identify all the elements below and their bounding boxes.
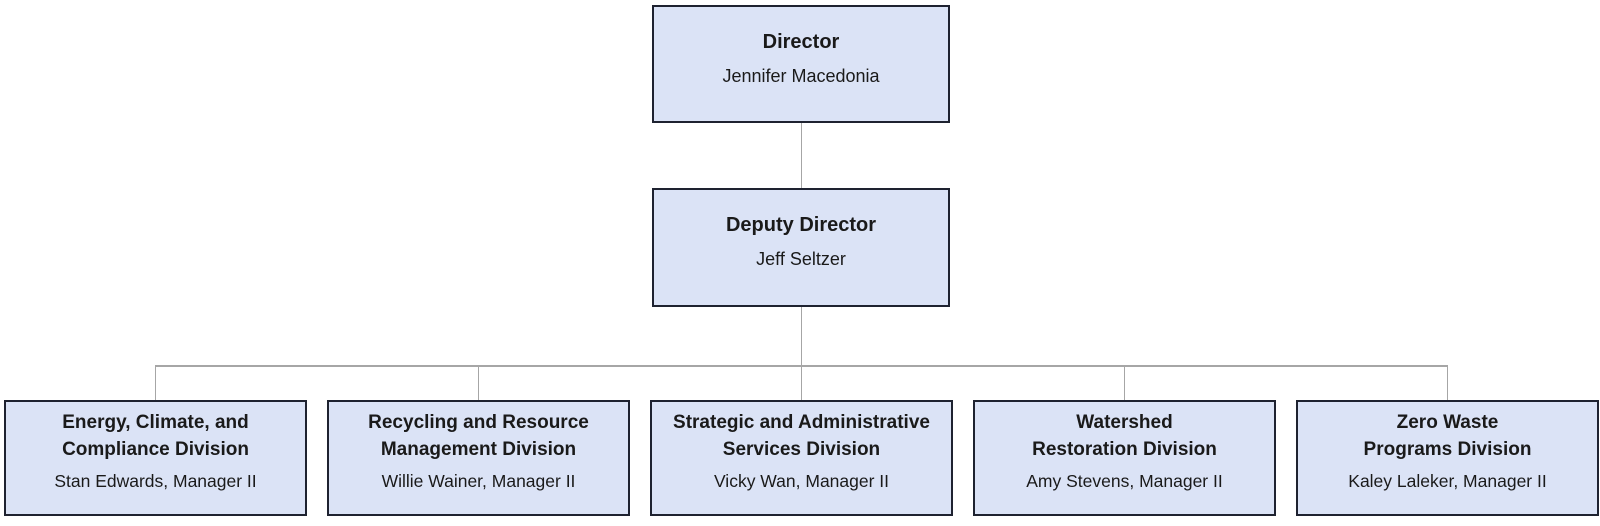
org-node-recycling-resource-management-division: Recycling and Resource Management Divisi… xyxy=(327,400,630,516)
connector-drop-division-5 xyxy=(1446,365,1449,400)
director-name: Jennifer Macedonia xyxy=(722,66,880,86)
connector-deputy-stem xyxy=(800,307,802,366)
connector-director-deputy xyxy=(800,123,802,188)
deputy-director-name: Jeff Seltzer xyxy=(756,249,846,269)
director-title: Director xyxy=(762,31,840,53)
connector-drop-division-4 xyxy=(1123,365,1126,400)
org-node-strategic-administrative-services-division: Strategic and Administrative Services Di… xyxy=(650,400,953,516)
connector-drop-division-2 xyxy=(477,365,480,400)
division-title: Watershed Restoration Division xyxy=(1032,412,1217,460)
org-node-energy-climate-compliance-division: Energy, Climate, and Compliance Division… xyxy=(4,400,307,516)
org-node-zero-waste-programs-division: Zero Waste Programs Division Kaley Lalek… xyxy=(1296,400,1599,516)
division-title: Recycling and Resource Management Divisi… xyxy=(368,412,589,460)
org-node-deputy-director: Deputy Director Jeff Seltzer xyxy=(652,188,950,307)
deputy-director-title: Deputy Director xyxy=(725,214,877,236)
connector-drop-division-3 xyxy=(800,365,802,400)
division-title: Zero Waste Programs Division xyxy=(1363,412,1532,460)
division-title: Strategic and Administrative Services Di… xyxy=(673,412,930,460)
division-manager: Willie Wainer, Manager II xyxy=(381,471,576,491)
org-node-watershed-restoration-division: Watershed Restoration Division Amy Steve… xyxy=(973,400,1276,516)
division-manager: Vicky Wan, Manager II xyxy=(713,471,890,491)
division-manager: Kaley Laleker, Manager II xyxy=(1348,471,1547,491)
division-manager: Amy Stevens, Manager II xyxy=(1026,471,1223,491)
org-node-director: Director Jennifer Macedonia xyxy=(652,5,950,123)
connector-drop-division-1 xyxy=(154,365,157,400)
division-manager: Stan Edwards, Manager II xyxy=(54,471,257,491)
division-title: Energy, Climate, and Compliance Division xyxy=(62,412,249,460)
